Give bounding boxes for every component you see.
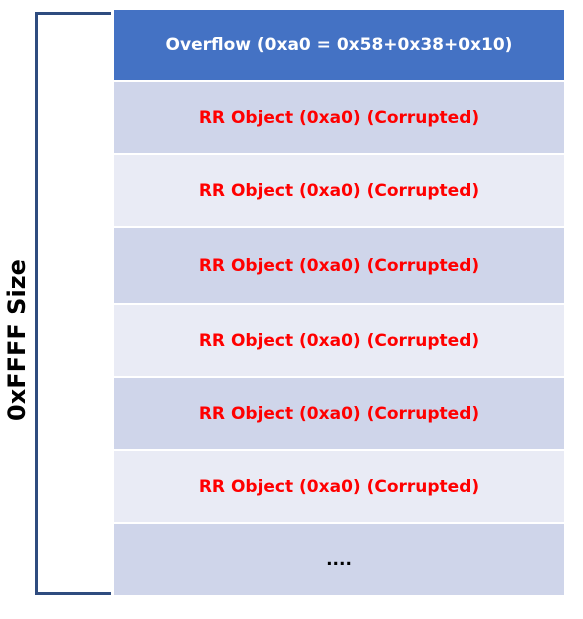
rr-object-row-label: RR Object (0xa0) (Corrupted) <box>198 403 480 424</box>
rr-object-row: RR Object (0xa0) (Corrupted) <box>114 228 564 305</box>
ellipsis-row-label: .... <box>326 549 352 570</box>
rr-object-row: RR Object (0xa0) (Corrupted) <box>114 82 564 155</box>
rr-object-row: RR Object (0xa0) (Corrupted) <box>114 451 564 524</box>
overflow-row-label: Overflow (0xa0 = 0x58+0x38+0x10) <box>165 35 513 55</box>
rr-object-row-label: RR Object (0xa0) (Corrupted) <box>198 255 480 276</box>
rr-object-row-label: RR Object (0xa0) (Corrupted) <box>198 107 480 128</box>
heap-stack: Overflow (0xa0 = 0x58+0x38+0x10) RR Obje… <box>114 10 564 597</box>
rr-object-row-label: RR Object (0xa0) (Corrupted) <box>198 330 480 351</box>
rr-object-row: RR Object (0xa0) (Corrupted) <box>114 378 564 451</box>
rr-object-row-label: RR Object (0xa0) (Corrupted) <box>198 180 480 201</box>
rr-object-row: RR Object (0xa0) (Corrupted) <box>114 305 564 378</box>
rr-object-row: RR Object (0xa0) (Corrupted) <box>114 155 564 228</box>
ellipsis-row: .... <box>114 524 564 597</box>
rr-object-row-label: RR Object (0xa0) (Corrupted) <box>198 476 480 497</box>
size-bracket <box>35 12 111 595</box>
size-label: 0xFFFF Size <box>3 259 31 421</box>
overflow-row: Overflow (0xa0 = 0x58+0x38+0x10) <box>114 10 564 82</box>
